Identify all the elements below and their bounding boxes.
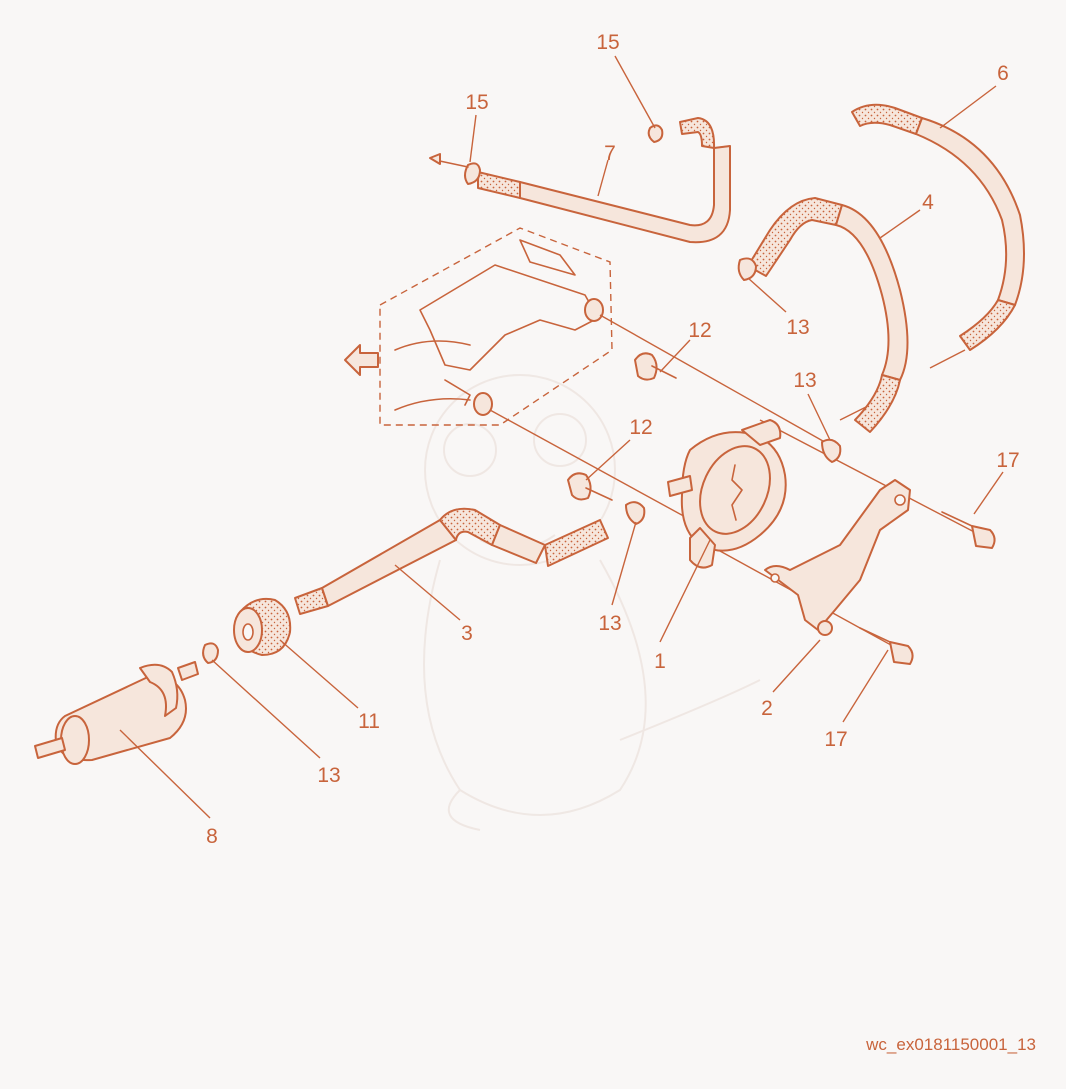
callout-11: 11 [358, 710, 380, 733]
callout-17-upper: 17 [996, 449, 1019, 472]
hose-4 [737, 197, 909, 433]
small-left-arrow-head-icon [429, 153, 441, 165]
callout-3: 3 [461, 622, 473, 645]
callout-13-center: 13 [598, 612, 621, 635]
callout-2: 2 [761, 697, 773, 720]
mount-bushing-lower [473, 392, 493, 416]
screw-12-lower [567, 472, 613, 501]
bolt-17-upper [941, 511, 996, 549]
callout-6: 6 [997, 62, 1009, 85]
bracket-2 [764, 479, 911, 636]
callout-15-left: 15 [465, 91, 488, 114]
callout-17-lower: 17 [824, 728, 847, 751]
callout-13-top: 13 [786, 316, 809, 339]
callout-7: 7 [604, 142, 616, 165]
fuel-pump-1 [667, 419, 787, 569]
hose-clamp [647, 124, 664, 143]
hose-6 [851, 103, 1025, 351]
mount-detail [379, 227, 613, 426]
mount-bushing-upper [584, 298, 604, 322]
callout-15-top: 15 [596, 31, 619, 54]
grommet-11 [233, 597, 292, 656]
callout-13-right: 13 [793, 369, 816, 392]
bolt-17-lower [859, 627, 914, 665]
callout-8: 8 [206, 825, 218, 848]
callout-4: 4 [922, 191, 934, 214]
callout-12-lower: 12 [629, 416, 652, 439]
diagram-reference-code: wc_ex0181150001_13 [866, 1035, 1036, 1054]
fuel-filter-8 [34, 642, 219, 765]
leader-lines [119, 55, 1004, 819]
hose-clamp-13 [821, 438, 842, 463]
hose-clamp [737, 257, 757, 281]
hose-clamp [464, 162, 481, 185]
screw-12-upper [634, 352, 677, 381]
callout-1: 1 [654, 650, 666, 673]
hose-clamp-13 [625, 501, 646, 525]
hose-7 [464, 117, 731, 244]
callout-12-upper: 12 [688, 319, 711, 342]
callout-13-bottom: 13 [317, 764, 340, 787]
left-outline-arrow-icon [344, 344, 379, 376]
hose-3 [294, 507, 609, 615]
hose-clamp [202, 642, 219, 664]
